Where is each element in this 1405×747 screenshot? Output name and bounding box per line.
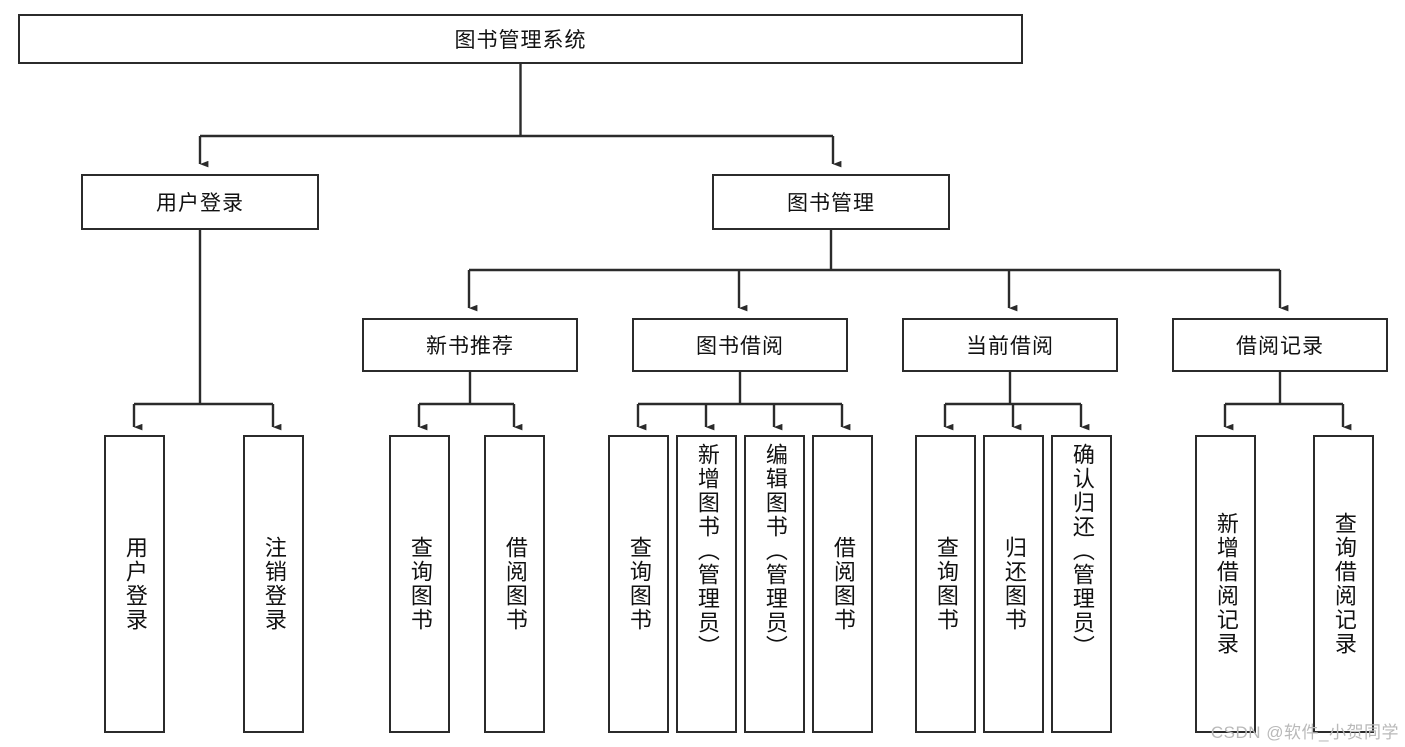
- node-leaf-query-book-borrow-label: 查询图书: [626, 536, 652, 632]
- node-leaf-borrow-book-recommend-label: 借阅图书: [502, 536, 528, 632]
- node-leaf-logout-login[interactable]: 注销登录: [243, 435, 304, 733]
- node-borrow-record[interactable]: 借阅记录: [1172, 318, 1388, 372]
- node-leaf-logout-login-label: 注销登录: [261, 536, 287, 632]
- node-book-manage[interactable]: 图书管理: [712, 174, 950, 230]
- node-leaf-borrow-book-label: 借阅图书: [830, 536, 856, 632]
- node-leaf-borrow-book-recommend[interactable]: 借阅图书: [484, 435, 545, 733]
- node-leaf-add-book-label: 新增图书（管理员）: [694, 443, 720, 659]
- node-leaf-borrow-book[interactable]: 借阅图书: [812, 435, 873, 733]
- node-leaf-query-book-borrow[interactable]: 查询图书: [608, 435, 669, 733]
- node-leaf-add-borrow-record[interactable]: 新增借阅记录: [1195, 435, 1256, 733]
- node-leaf-query-book-recommend-label: 查询图书: [407, 536, 433, 632]
- node-borrow-record-label: 借阅记录: [1236, 335, 1324, 358]
- node-book-borrow-label: 图书借阅: [696, 335, 784, 358]
- node-leaf-return-book[interactable]: 归还图书: [983, 435, 1044, 733]
- node-leaf-return-book-label: 归还图书: [1001, 536, 1027, 632]
- node-leaf-add-book[interactable]: 新增图书（管理员）: [676, 435, 737, 733]
- node-leaf-query-borrow-record[interactable]: 查询借阅记录: [1313, 435, 1374, 733]
- node-leaf-add-borrow-record-label: 新增借阅记录: [1213, 512, 1239, 656]
- node-root-label: 图书管理系统: [454, 29, 587, 52]
- node-current-borrow-label: 当前借阅: [966, 335, 1054, 358]
- node-leaf-edit-book[interactable]: 编辑图书（管理员）: [744, 435, 805, 733]
- watermark-text: CSDN @软件_小贺同学: [1210, 723, 1399, 742]
- node-user-login-label: 用户登录: [156, 192, 244, 215]
- node-leaf-query-book-recommend[interactable]: 查询图书: [389, 435, 450, 733]
- node-book-borrow[interactable]: 图书借阅: [632, 318, 848, 372]
- node-leaf-confirm-return-label: 确认归还（管理员）: [1069, 443, 1095, 659]
- node-leaf-confirm-return[interactable]: 确认归还（管理员）: [1051, 435, 1112, 733]
- node-leaf-query-book-current-label: 查询图书: [933, 536, 959, 632]
- node-leaf-user-login[interactable]: 用户登录: [104, 435, 165, 733]
- node-leaf-query-borrow-record-label: 查询借阅记录: [1331, 512, 1357, 656]
- node-root[interactable]: 图书管理系统: [18, 14, 1023, 64]
- node-leaf-edit-book-label: 编辑图书（管理员）: [762, 443, 788, 659]
- node-user-login[interactable]: 用户登录: [81, 174, 319, 230]
- node-book-manage-label: 图书管理: [787, 192, 875, 215]
- node-new-book-recommend-label: 新书推荐: [426, 335, 514, 358]
- node-new-book-recommend[interactable]: 新书推荐: [362, 318, 578, 372]
- node-leaf-query-book-current[interactable]: 查询图书: [915, 435, 976, 733]
- node-leaf-user-login-label: 用户登录: [122, 536, 148, 632]
- node-current-borrow[interactable]: 当前借阅: [902, 318, 1118, 372]
